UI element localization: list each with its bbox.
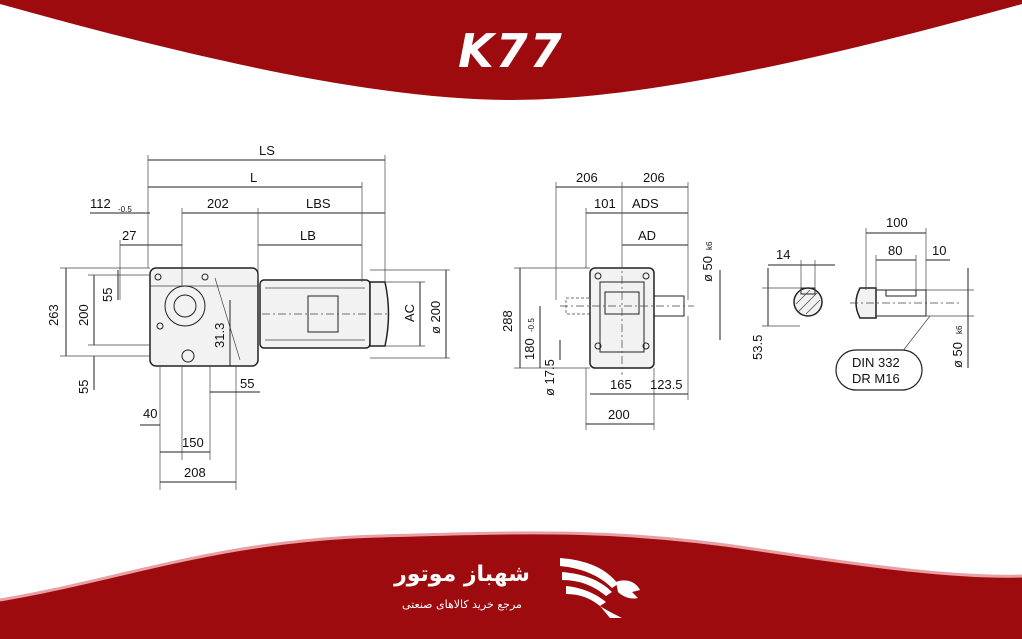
dim-ls: LS	[259, 143, 275, 158]
dim-lbs: LBS	[306, 196, 331, 211]
dim-55-top: 55	[100, 288, 115, 302]
output-bore	[164, 285, 206, 327]
dim-263: 263	[46, 304, 61, 326]
dim-180: 180	[522, 338, 537, 360]
dim-27: 27	[122, 228, 136, 243]
dim-40: 40	[143, 406, 157, 421]
gearbox-housing	[149, 267, 259, 367]
top-banner-shape	[0, 0, 1022, 100]
dim-100: 100	[886, 215, 908, 230]
dim-dia-50-side: ø 50	[700, 256, 715, 282]
dim-80: 80	[888, 243, 902, 258]
logo-name: شهباز موتور	[394, 562, 530, 587]
dim-55-right: 55	[240, 376, 254, 391]
dim-14: 14	[776, 247, 790, 262]
dim-180-tol: -0.5	[527, 318, 536, 332]
side-view	[514, 182, 721, 430]
dim-dia-200: ø 200	[428, 301, 443, 334]
dim-101: 101	[594, 196, 616, 211]
logo-tagline: مرجع خرید کالاهای صنعتی	[402, 598, 522, 611]
dim-200-side: 200	[608, 407, 630, 422]
dim-200: 200	[76, 304, 91, 326]
drain-plug	[181, 349, 195, 363]
dim-k6-side: k6	[705, 241, 714, 250]
dim-dia-17-5: ø 17.5	[542, 359, 557, 396]
din-note-line1: DIN 332	[852, 355, 900, 370]
dim-202: 202	[207, 196, 229, 211]
dim-l: L	[250, 170, 257, 185]
bottom-banner-shape	[0, 532, 1022, 639]
dim-112-tol: -0.5	[118, 205, 132, 214]
dim-165: 165	[610, 377, 632, 392]
shaft-detail	[762, 228, 974, 391]
dim-208: 208	[184, 465, 206, 480]
dim-dia-50-shaft: ø 50	[950, 342, 965, 368]
dim-31-3: 31.3	[212, 323, 227, 348]
dim-123-5: 123.5	[650, 377, 683, 392]
eagle-logo-icon	[560, 558, 640, 618]
front-view	[60, 155, 450, 490]
dim-206-right: 206	[643, 170, 665, 185]
dim-lb: LB	[300, 228, 316, 243]
bottom-banner	[0, 531, 1022, 639]
dim-k6-shaft: k6	[955, 325, 964, 334]
top-banner	[0, 0, 1022, 100]
din-note-line2: DR M16	[852, 371, 900, 386]
dim-10: 10	[932, 243, 946, 258]
din-note-box	[835, 349, 923, 391]
dim-150: 150	[182, 435, 204, 450]
dim-55-bottom: 55	[76, 380, 91, 394]
dim-ac: AC	[402, 304, 417, 322]
dim-ad: AD	[638, 228, 656, 243]
dim-288: 288	[500, 310, 515, 332]
shaft-key	[885, 289, 917, 297]
dim-ads: ADS	[632, 196, 659, 211]
page-title: K77	[458, 24, 564, 78]
dim-206-left: 206	[576, 170, 598, 185]
dim-112: 112	[90, 196, 111, 211]
dim-53-5: 53.5	[750, 335, 765, 360]
